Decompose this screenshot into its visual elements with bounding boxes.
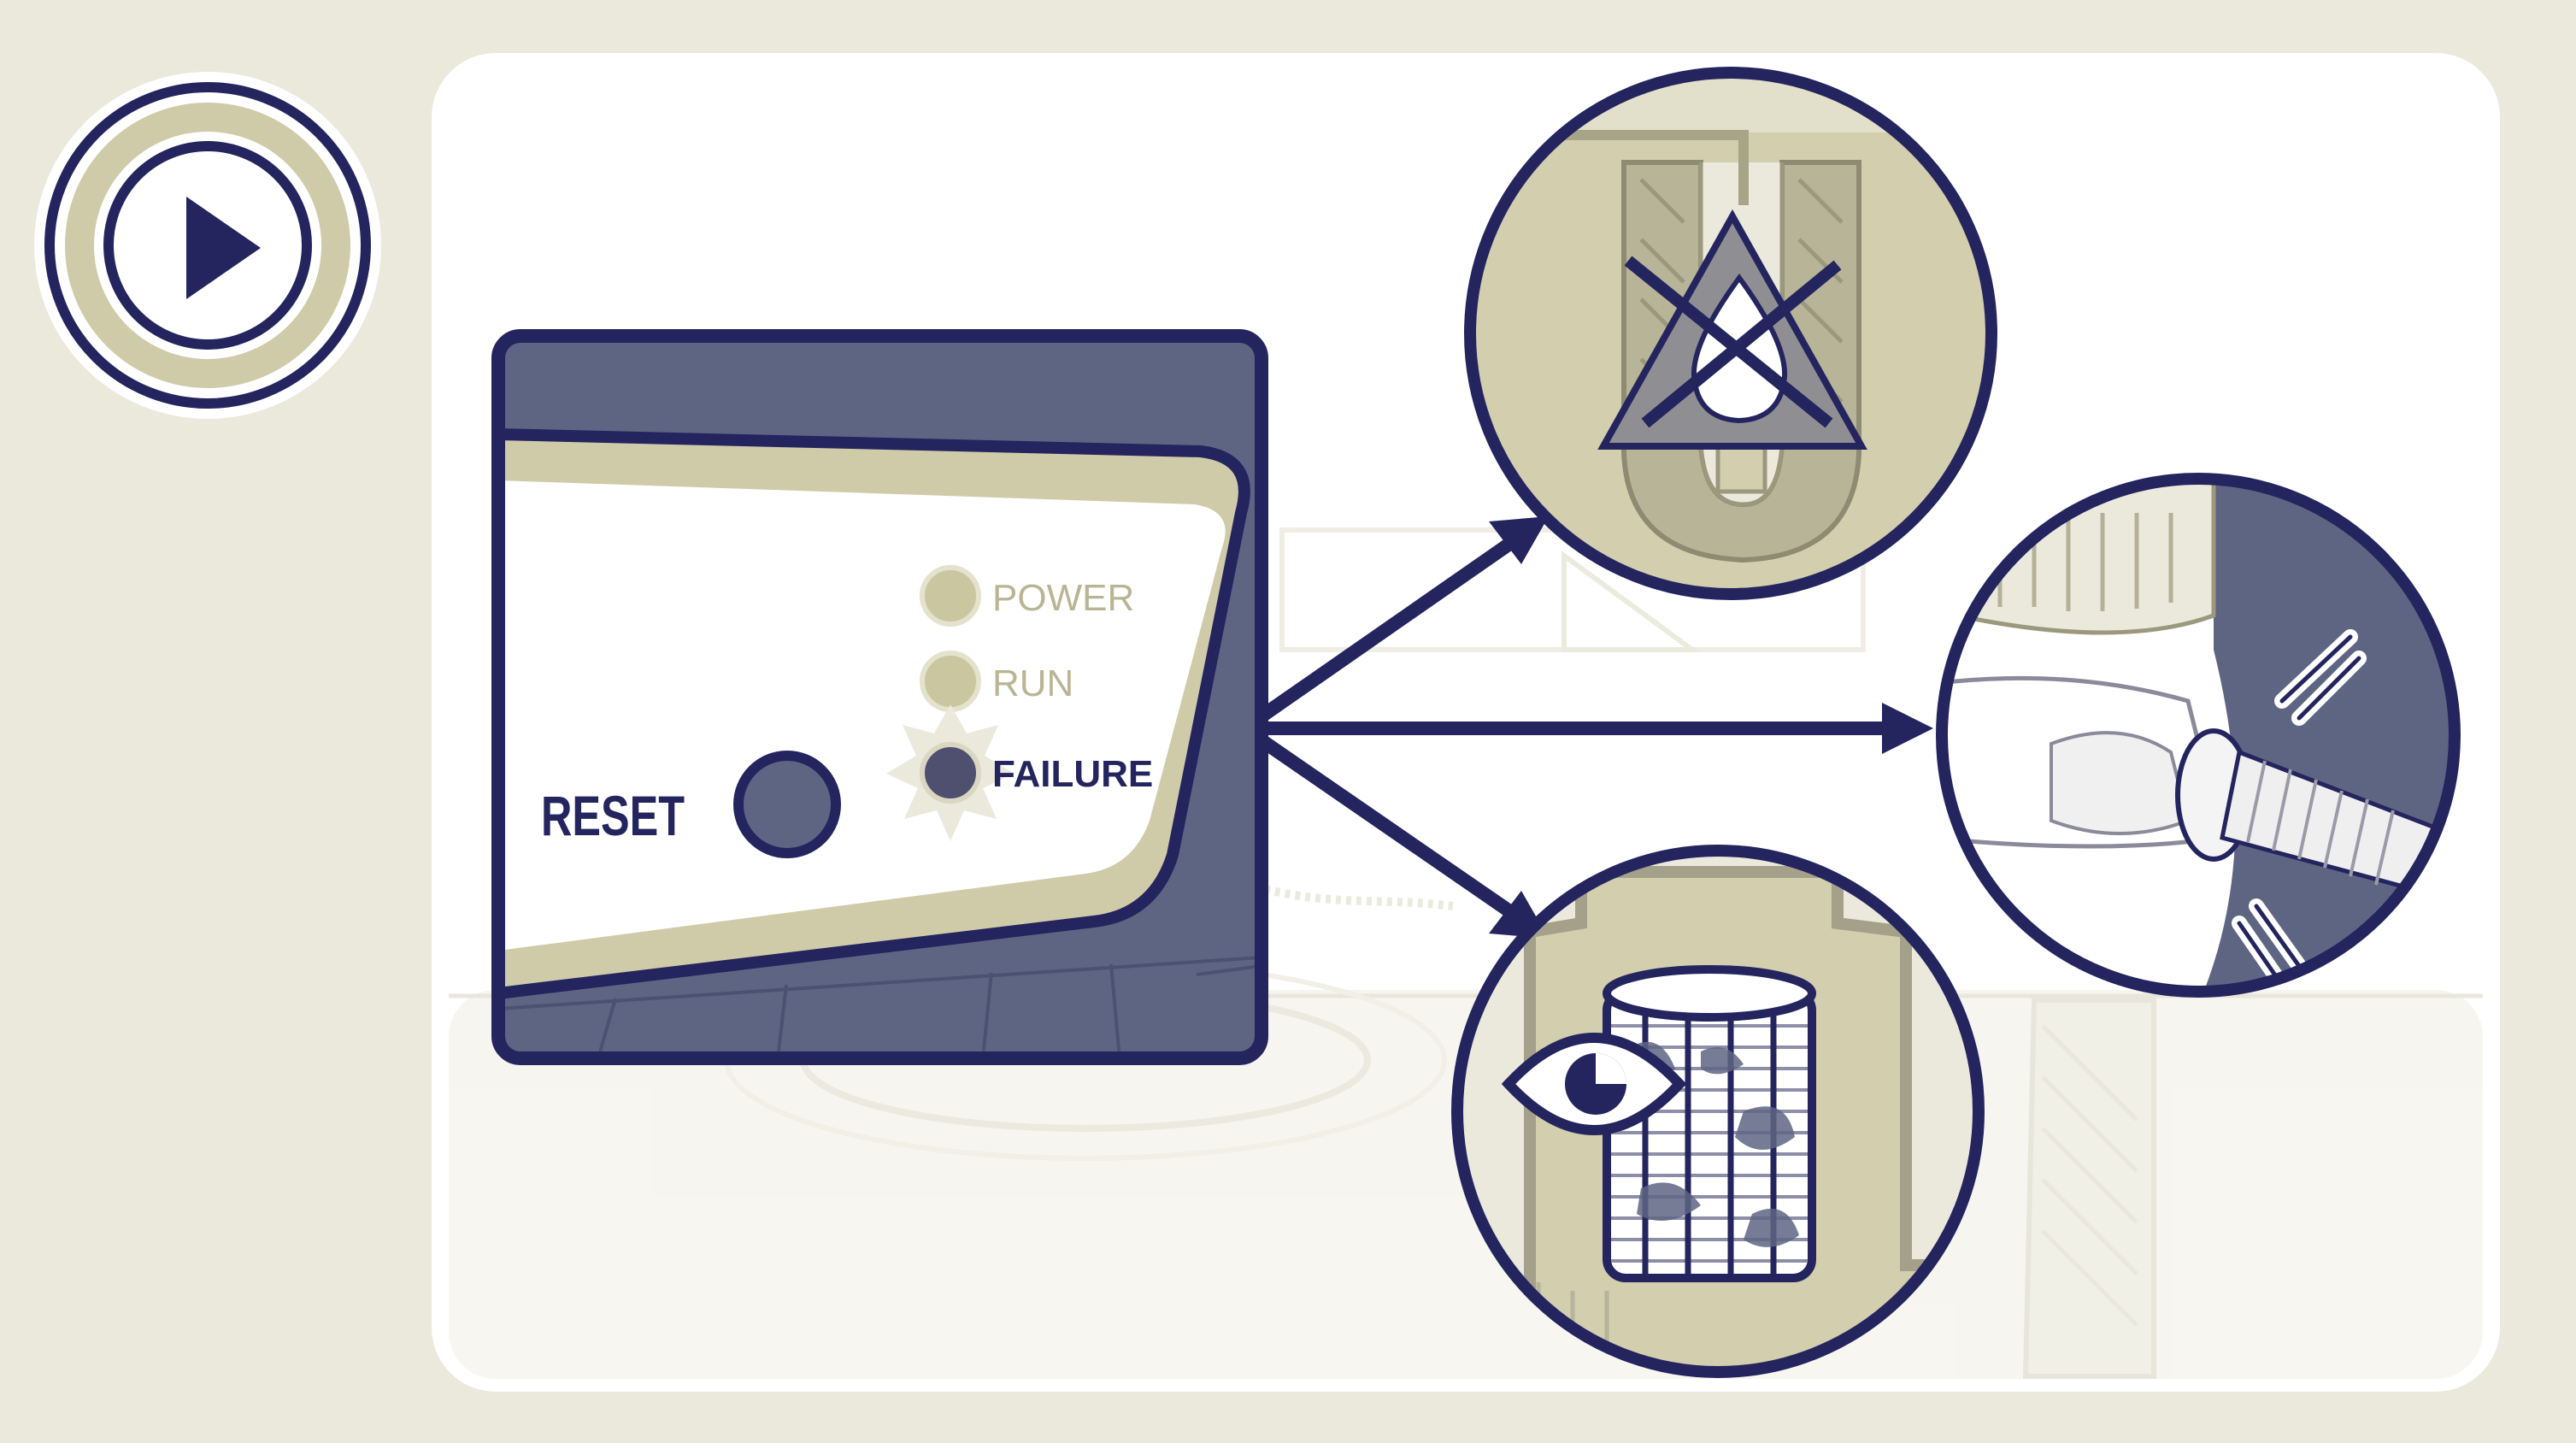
run-label: RUN (992, 663, 1073, 704)
run-led (920, 651, 981, 712)
indicator-failure: FAILURE (886, 704, 1153, 841)
power-label: POWER (992, 577, 1134, 619)
indicator-power: POWER (920, 565, 1134, 627)
arrow-head-icon (1489, 516, 1549, 564)
arrow-head-icon (1882, 703, 1933, 754)
control-panel (491, 329, 1268, 1065)
failure-led (920, 742, 981, 804)
callout-inspect-filter (1451, 845, 1985, 1378)
failure-label: FAILURE (992, 753, 1153, 795)
reset-label: RESET (541, 784, 685, 847)
arrow-to-water (1257, 533, 1521, 722)
power-led (920, 565, 981, 627)
reset-button[interactable] (733, 751, 841, 858)
play-button[interactable] (34, 72, 381, 419)
play-icon (186, 197, 261, 299)
arrow-to-filter (1257, 734, 1521, 922)
eye-icon (1501, 1033, 1687, 1135)
indicator-run: RUN (920, 651, 1073, 712)
